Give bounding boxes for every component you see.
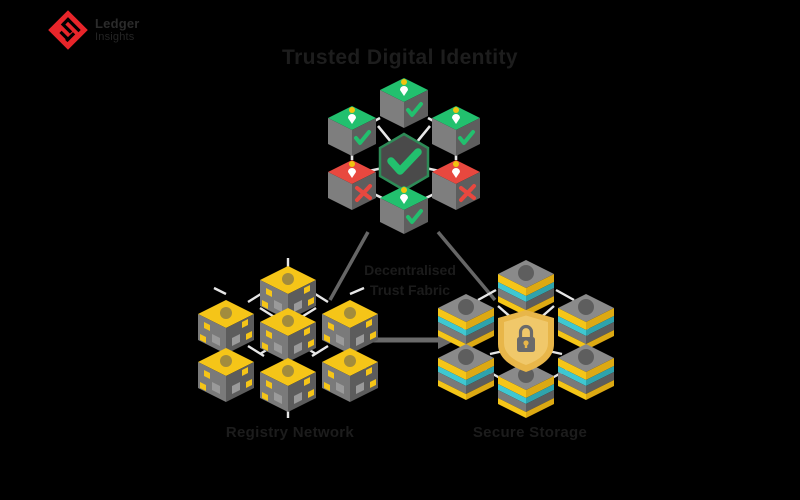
registry-cube-center [260, 308, 316, 362]
secure-server-lower-left [438, 344, 494, 400]
cluster-registry [198, 258, 378, 418]
validator-cube-upper-right [432, 106, 480, 156]
middle-label-line2: Trust Fabric [369, 282, 451, 299]
connector-validators-to-secure [436, 230, 497, 302]
registry-cube [198, 300, 254, 354]
cluster-validators [318, 76, 490, 236]
validator-cube-top [380, 78, 428, 128]
validator-cube-lower-right [432, 160, 480, 210]
connector-validators-to-registry [328, 231, 370, 301]
middle-label: Decentralised Trust Fabric [330, 260, 490, 301]
registry-cube [260, 266, 316, 320]
registry-cube [322, 348, 378, 402]
page-title: Trusted Digital Identity [282, 46, 518, 69]
brand-name: Ledger Insights [95, 15, 140, 44]
registry-cube [260, 358, 316, 412]
middle-label-line1: Decentralised [364, 262, 456, 278]
validator-cube-upper-left [328, 106, 376, 156]
secure-server-top [498, 260, 554, 316]
secure-server-lower-right [558, 344, 614, 400]
secure-server-upper-right [558, 294, 614, 350]
registry-cube [322, 300, 378, 354]
validator-cube-bottom [380, 186, 428, 234]
brand-name-line2: Insights [95, 31, 135, 44]
cluster-secure-storage [438, 258, 614, 418]
green-check-hexagon-icon [378, 132, 430, 192]
registry-cube [198, 348, 254, 402]
red-diamond-logo-icon [48, 10, 88, 50]
caption-secure: Secure Storage [472, 424, 588, 441]
caption-registry: Registry Network [225, 424, 355, 441]
secure-server-bottom [498, 362, 554, 418]
gold-shield-lock-icon [498, 310, 554, 372]
brand-name-line1: Ledger [95, 15, 140, 31]
secure-server-upper-left [438, 294, 494, 350]
brand-logo: Ledger Insights [48, 10, 140, 50]
validator-cube-lower-left [328, 160, 376, 210]
